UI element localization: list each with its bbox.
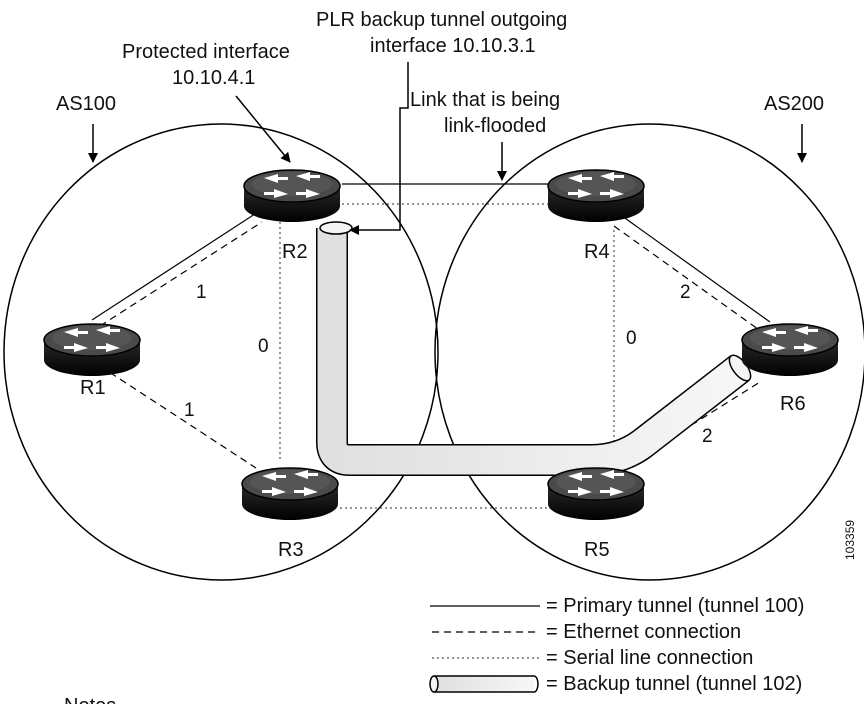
flooded-link-label: Link that is being bbox=[410, 89, 560, 111]
cost-label-r4-r5: 0 bbox=[626, 328, 637, 349]
as200-label: AS200 bbox=[764, 93, 824, 115]
router-label-r5: R5 bbox=[584, 539, 610, 561]
as200-boundary bbox=[434, 123, 864, 581]
router-r4 bbox=[547, 169, 645, 223]
router-r3 bbox=[241, 467, 339, 521]
ethernet-link-r1-r2 bbox=[99, 221, 263, 327]
cost-label-r1-r3: 1 bbox=[184, 400, 195, 421]
router-label-r3: R3 bbox=[278, 539, 304, 561]
plr-interface-label: PLR backup tunnel outgoing bbox=[316, 9, 567, 31]
legend-serial-text: = Serial line connection bbox=[546, 647, 753, 669]
cost-label-r5-r6: 2 bbox=[702, 426, 713, 447]
ethernet-link-r1-r3 bbox=[99, 365, 257, 469]
primary-tunnel-r1-r2 bbox=[91, 211, 259, 321]
router-label-r4: R4 bbox=[584, 241, 610, 263]
backup-tunnel-start bbox=[319, 221, 353, 235]
plr-interface-ip: interface 10.10.3.1 bbox=[370, 35, 536, 57]
router-r2 bbox=[243, 169, 341, 223]
notes-label: Notes bbox=[64, 695, 116, 704]
protected-interface-ip: 10.10.4.1 bbox=[172, 67, 255, 89]
cost-label-r2-r3: 0 bbox=[258, 336, 269, 357]
router-label-r1: R1 bbox=[80, 377, 106, 399]
router-r5 bbox=[547, 467, 645, 521]
router-r1 bbox=[43, 323, 141, 377]
backup-tunnel-fill bbox=[317, 228, 749, 475]
flooded-link-label-2: link-flooded bbox=[444, 115, 546, 137]
router-label-r6: R6 bbox=[780, 393, 806, 415]
primary-tunnel-r4-r6 bbox=[621, 215, 771, 323]
figure-id: 103359 bbox=[843, 520, 857, 560]
router-label-r2: R2 bbox=[282, 241, 308, 263]
cost-label-r1-r2: 1 bbox=[196, 282, 207, 303]
protected-interface-pointer bbox=[235, 95, 291, 163]
legend-backup-text: = Backup tunnel (tunnel 102) bbox=[546, 673, 802, 695]
legend-primary-text: = Primary tunnel (tunnel 100) bbox=[546, 595, 804, 617]
protected-interface-label: Protected interface bbox=[122, 41, 290, 63]
as100-boundary bbox=[3, 123, 439, 581]
plr-interface-pointer bbox=[349, 62, 409, 235]
legend-backup-swatch bbox=[429, 675, 539, 693]
ethernet-link-r4-r6 bbox=[613, 225, 763, 333]
legend-ethernet-text: = Ethernet connection bbox=[546, 621, 741, 643]
cost-label-r4-r6: 2 bbox=[680, 282, 691, 303]
router-r6 bbox=[741, 323, 839, 377]
as100-label: AS100 bbox=[56, 93, 116, 115]
